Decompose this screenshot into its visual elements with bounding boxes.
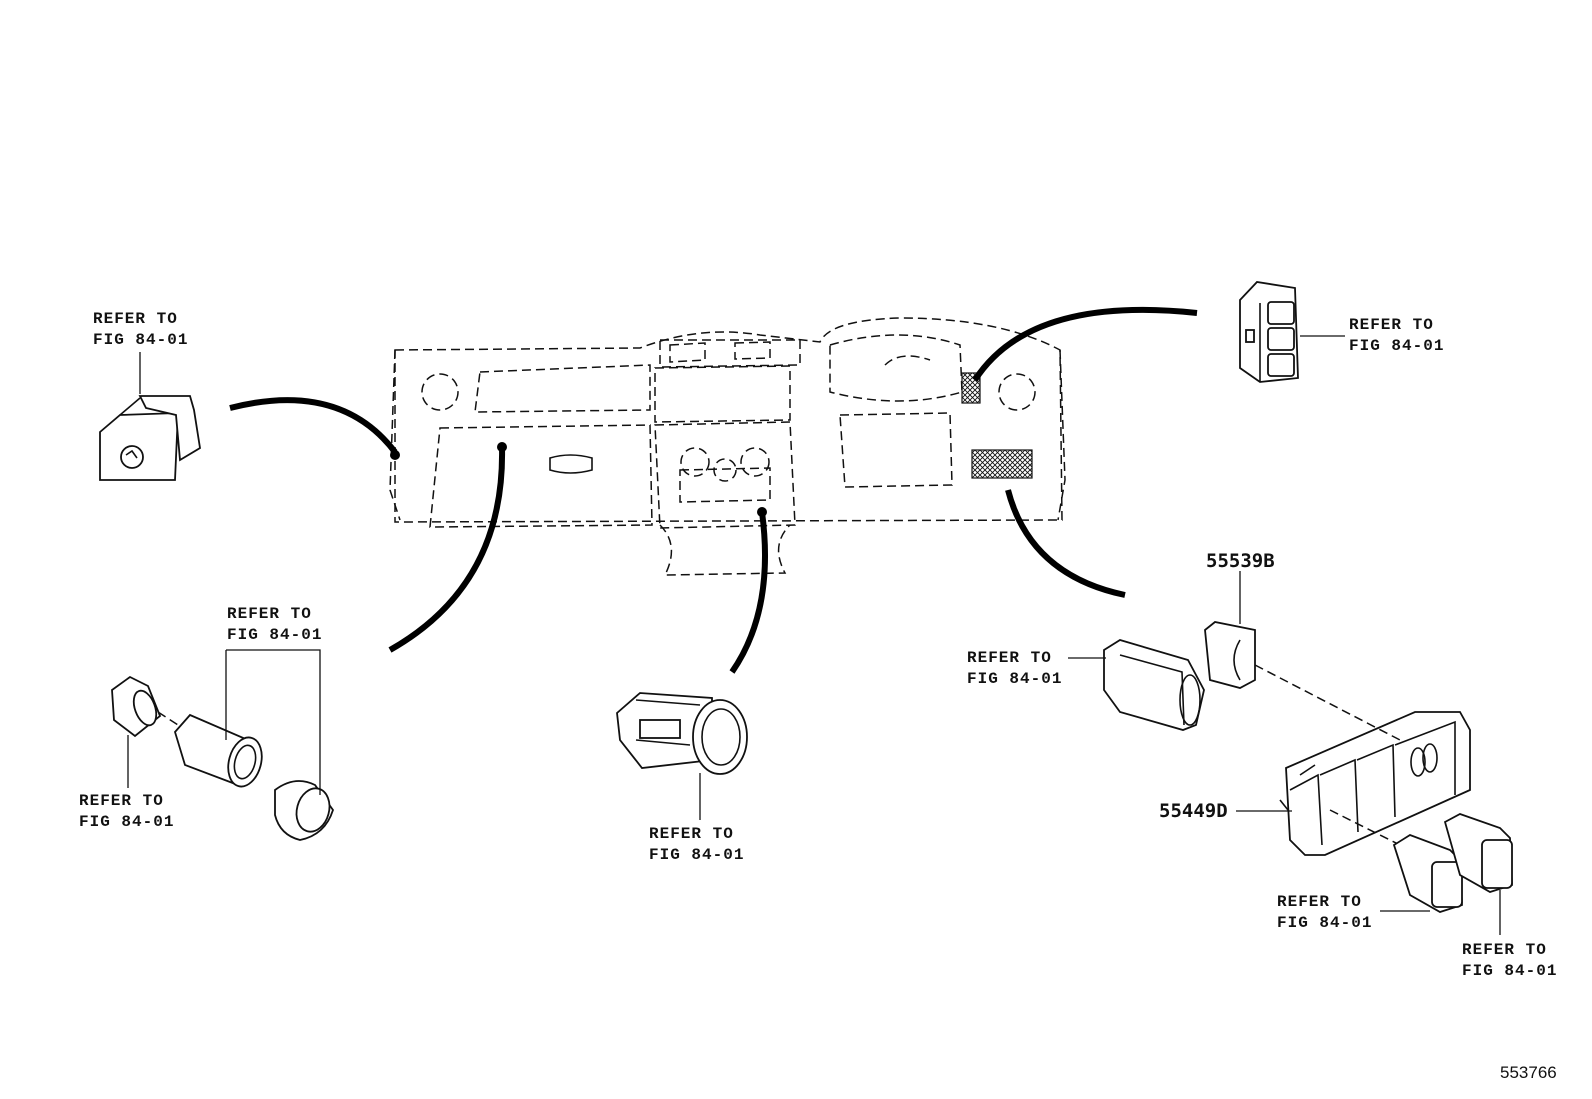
refer-text-line2: FIG 84-01 xyxy=(93,331,189,349)
instrument-panel-outline xyxy=(389,317,1066,576)
refer-text-line2: FIG 84-01 xyxy=(1462,962,1558,980)
switch-lower-1 xyxy=(1392,834,1463,913)
refer-text-line1: REFER TO xyxy=(227,605,312,623)
refer-label-side-switch: REFER TO FIG 84-01 xyxy=(967,648,1062,690)
refer-label-lower-1: REFER TO FIG 84-01 xyxy=(1277,892,1372,934)
switch-upper-left xyxy=(99,395,201,481)
refer-label-center-socket: REFER TO FIG 84-01 xyxy=(649,824,744,866)
refer-text-line1: REFER TO xyxy=(967,649,1052,667)
refer-text-line1: REFER TO xyxy=(649,825,734,843)
refer-text-line2: FIG 84-01 xyxy=(227,626,323,644)
switch-bezel-55449d xyxy=(1279,711,1471,856)
part-number-55539b: 55539B xyxy=(1206,550,1275,572)
refer-label-lighter-socket: REFER TO FIG 84-01 xyxy=(79,791,174,833)
callout-curves xyxy=(229,306,1198,674)
power-outlet-socket xyxy=(616,692,748,775)
refer-label-lighter: REFER TO FIG 84-01 xyxy=(227,604,322,646)
switch-side-left xyxy=(1103,639,1205,731)
refer-label-upper-left: REFER TO FIG 84-01 xyxy=(93,309,188,351)
refer-text-line2: FIG 84-01 xyxy=(1277,914,1373,932)
refer-text-line1: REFER TO xyxy=(1277,893,1362,911)
refer-text-line2: FIG 84-01 xyxy=(967,670,1063,688)
switch-upper-right xyxy=(1239,281,1299,383)
refer-text-line2: FIG 84-01 xyxy=(79,813,175,831)
refer-text-line1: REFER TO xyxy=(93,310,178,328)
lighter-assembly xyxy=(111,675,334,841)
dashed-assembly-line-2 xyxy=(1329,809,1451,871)
illustration-id: 553766 xyxy=(1500,1063,1557,1082)
switch-55539b xyxy=(1204,621,1256,689)
refer-label-upper-right: REFER TO FIG 84-01 xyxy=(1349,315,1444,357)
refer-text-line1: REFER TO xyxy=(1462,941,1547,959)
part-number-55449d: 55449D xyxy=(1159,800,1228,822)
leader-lighter xyxy=(225,649,321,795)
refer-text-line2: FIG 84-01 xyxy=(649,846,745,864)
refer-text-line2: FIG 84-01 xyxy=(1349,337,1445,355)
switch-lower-2 xyxy=(1443,813,1513,893)
refer-label-lower-2: REFER TO FIG 84-01 xyxy=(1462,940,1557,982)
refer-text-line1: REFER TO xyxy=(1349,316,1434,334)
refer-text-line1: REFER TO xyxy=(79,792,164,810)
